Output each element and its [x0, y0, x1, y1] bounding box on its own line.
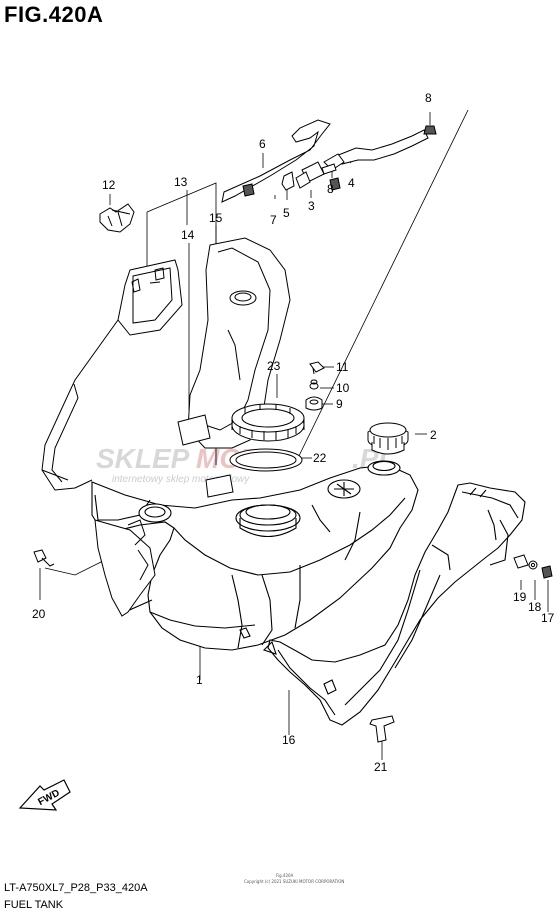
- callout-8-top: 8: [425, 91, 432, 105]
- callout-13: 13: [174, 175, 188, 189]
- right-side-cover: [262, 482, 526, 726]
- clip-21: [369, 715, 395, 743]
- callout-1: 1: [196, 673, 203, 687]
- bolt-20: [33, 549, 55, 567]
- callout-5: 5: [283, 206, 290, 220]
- figure-code: LT-A750XL7_P28_P33_420A: [4, 882, 148, 894]
- callout-22: 22: [313, 451, 327, 465]
- callout-4: 4: [348, 176, 355, 190]
- callout-3: 3: [308, 199, 315, 213]
- callout-17: 17: [541, 611, 555, 625]
- fuel-cap: [367, 422, 409, 455]
- watermark-main: SKLEP: [96, 443, 190, 474]
- fuel-tank: [91, 460, 419, 651]
- callout-19: 19: [513, 590, 527, 604]
- copyright-small-top: Fig.420A: [276, 873, 294, 878]
- callout-8: 8: [327, 182, 334, 196]
- copyright-small-bottom: Copyright (c) 2021 SUZUKI MOTOR CORPORAT…: [244, 879, 345, 884]
- callout-10: 10: [336, 381, 350, 395]
- callout-2: 2: [430, 428, 437, 442]
- hose-clamp: [99, 203, 135, 233]
- small-parts-9-10-11: [305, 361, 325, 411]
- rear-inner-panel: [177, 237, 291, 498]
- callout-labels: 8 6 4 8 3 5 7 12 13 14 15 23 11 10 9 2 2…: [32, 91, 555, 774]
- callout-12: 12: [102, 178, 116, 192]
- callout-15: 15: [209, 211, 223, 225]
- pump-gasket: [229, 448, 303, 472]
- figure-title: FIG.420A: [4, 2, 104, 27]
- callout-9: 9: [336, 397, 343, 411]
- callout-23: 23: [267, 359, 281, 373]
- fwd-arrow: FWD: [18, 779, 71, 811]
- hose-fittings: [242, 125, 437, 197]
- fasteners-17-18-19: [513, 554, 553, 579]
- left-lower-cover: [94, 519, 156, 617]
- left-heat-shield: [41, 259, 183, 491]
- callout-6: 6: [259, 137, 266, 151]
- callout-11: 11: [336, 360, 349, 374]
- callout-7: 7: [270, 213, 277, 227]
- callout-16: 16: [282, 733, 296, 747]
- callout-14: 14: [181, 228, 195, 242]
- callout-20: 20: [32, 607, 46, 621]
- callout-21: 21: [374, 760, 388, 774]
- pump-lock-ring: [231, 403, 305, 442]
- callout-18: 18: [528, 600, 542, 614]
- watermark-subtitle: internetowy sklep motocyklowy: [112, 474, 250, 485]
- figure-name: FUEL TANK: [4, 899, 64, 911]
